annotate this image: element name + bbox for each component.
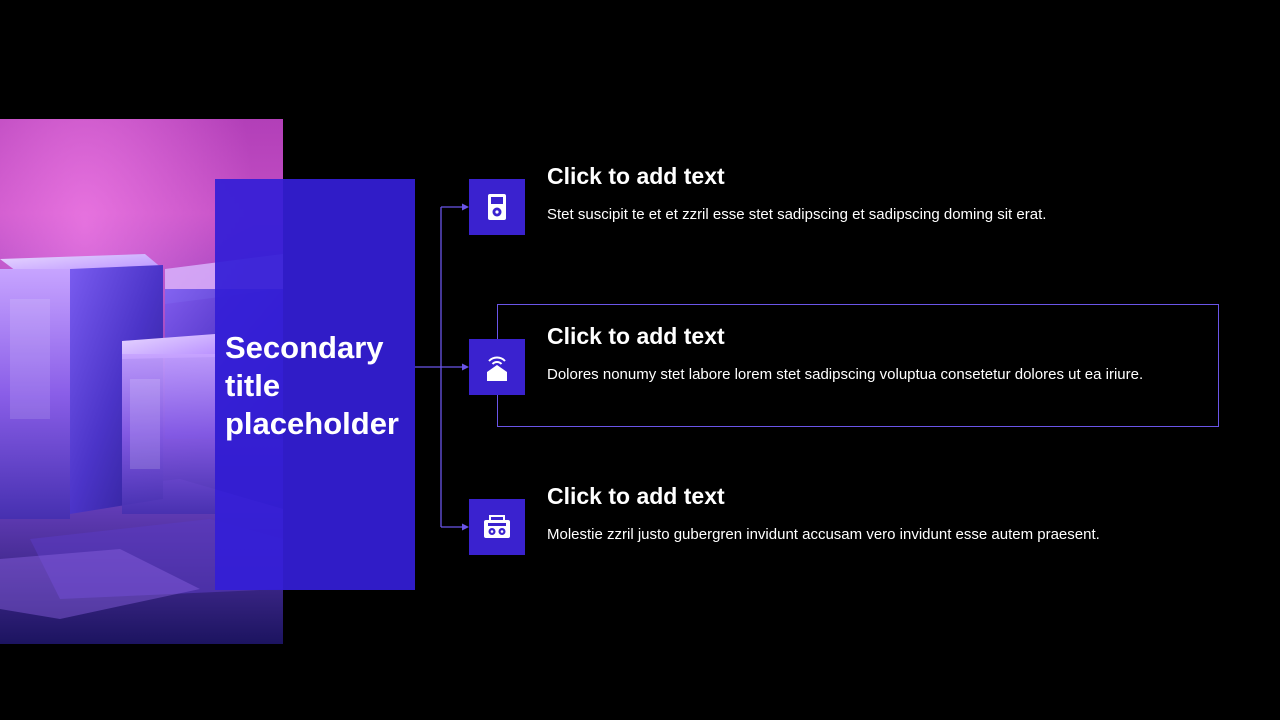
item-3-description[interactable]: Molestie zzril justo gubergren invidunt … <box>547 526 1100 543</box>
radio-icon <box>484 515 510 538</box>
secondary-title[interactable]: Secondary title placeholder <box>225 330 399 441</box>
item-1-icon-box <box>469 179 525 235</box>
item-3-title[interactable]: Click to add text <box>547 483 725 509</box>
item-1-description[interactable]: Stet suscipit te et et zzril esse stet s… <box>547 206 1047 223</box>
item-1-title[interactable]: Click to add text <box>547 163 725 189</box>
smart-home-icon <box>487 356 507 381</box>
item-2-description[interactable]: Dolores nonumy stet labore lorem stet sa… <box>547 366 1144 383</box>
item-2-title[interactable]: Click to add text <box>547 323 725 349</box>
secondary-title-panel: Secondary title placeholder <box>215 179 415 590</box>
item-3-icon-box <box>469 499 525 555</box>
item-2-icon-box <box>469 339 525 395</box>
music-player-icon <box>488 194 506 220</box>
